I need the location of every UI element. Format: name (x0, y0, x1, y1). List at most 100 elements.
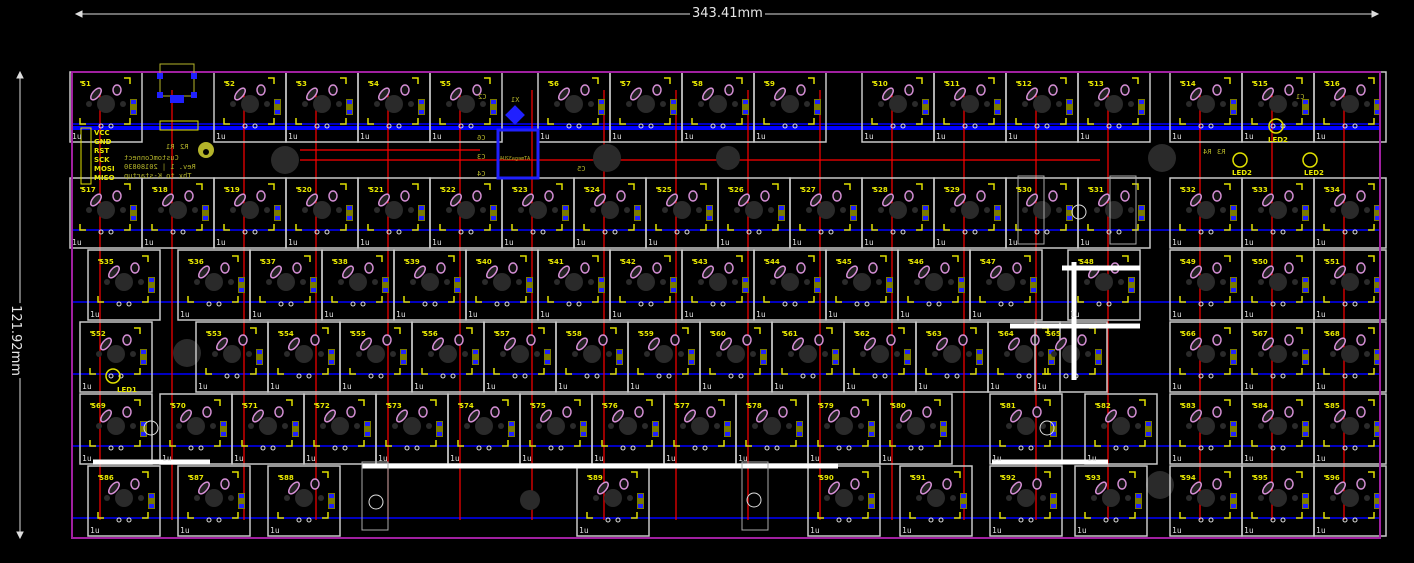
unit-label: 1u (594, 454, 604, 463)
switch-center-hole (1197, 95, 1215, 113)
switch-center-hole (907, 417, 925, 435)
switch-center-hole (871, 345, 889, 363)
switch-center-hole (927, 489, 945, 507)
led-hole (1113, 445, 1119, 451)
led-hole (1208, 373, 1214, 379)
key-outline (87, 465, 161, 537)
switch-center-hole (1269, 417, 1287, 435)
diode-pad (959, 278, 964, 282)
key-label: S5 (441, 80, 451, 88)
unit-label: 1u (864, 132, 874, 141)
diode-pad (1146, 422, 1151, 426)
led-hole (260, 445, 266, 451)
key-label: S13 (1089, 80, 1104, 88)
led-footprint (1232, 152, 1248, 168)
switch-pad (328, 84, 338, 96)
switch-pad (1010, 481, 1022, 495)
diode-pad (383, 288, 388, 292)
switch-pad (256, 190, 266, 202)
switch-peg (1220, 279, 1226, 285)
switch-peg (842, 279, 848, 285)
switch-peg (770, 101, 776, 107)
switch-peg (588, 279, 594, 285)
silk-corners (79, 77, 131, 125)
diode-pad (599, 278, 604, 282)
stabilizer-hole (368, 494, 384, 510)
switch-peg (498, 423, 504, 429)
switch-peg (230, 101, 236, 107)
key-switch-s23 (501, 177, 575, 249)
diode-pad (851, 216, 856, 220)
led-hole (1198, 229, 1204, 235)
diode-pad (239, 278, 244, 282)
switch-pad (612, 409, 624, 423)
mounting-hole (271, 146, 299, 174)
unit-label: 1u (738, 454, 748, 463)
switch-peg (318, 495, 324, 501)
silk-corners (673, 399, 725, 447)
switch-peg (1085, 351, 1091, 357)
switch-pad (922, 406, 932, 418)
key-switch-s68 (1313, 321, 1387, 393)
switch-pad (850, 406, 860, 418)
diode-pad (1231, 110, 1236, 114)
switch-center-hole (1341, 95, 1359, 113)
switch-pad (1048, 190, 1058, 202)
led-hole (1106, 301, 1112, 307)
height-dimension-label: 121.92mm (7, 303, 23, 378)
switch-pad (886, 334, 896, 346)
key-outline (807, 465, 881, 537)
diode-pad (1139, 100, 1144, 104)
switch-pad (198, 265, 210, 279)
diode-pad (815, 278, 820, 282)
diode (490, 99, 497, 115)
diode (742, 277, 749, 293)
key-label: S43 (693, 258, 708, 266)
switch-center-hole (107, 345, 125, 363)
switch-pad (778, 406, 788, 418)
key-switch-s90 (807, 465, 881, 537)
unit-label: 1u (1087, 454, 1097, 463)
switch-center-hole (817, 201, 835, 219)
switch-pad (576, 337, 588, 351)
switch-center-hole (295, 345, 313, 363)
led-hole (188, 445, 194, 451)
key-label: S48 (1079, 258, 1094, 266)
key-label: S88 (279, 474, 294, 482)
switch-peg (534, 351, 540, 357)
diode-pad (1375, 288, 1380, 292)
unit-label: 1u (1244, 238, 1254, 247)
silk-corners (313, 399, 365, 447)
led-hole (1270, 229, 1276, 235)
key-label: S6 (549, 80, 559, 88)
silk-corners (277, 471, 329, 519)
key-switch-s92 (989, 465, 1063, 537)
led-hole (216, 301, 222, 307)
led-hole (1198, 517, 1204, 523)
led-hole (1198, 373, 1204, 379)
switch-center-hole (709, 95, 727, 113)
diode (328, 493, 335, 509)
diode (850, 205, 857, 221)
key-label: S12 (1017, 80, 1032, 88)
switch-center-hole (745, 201, 763, 219)
silk-corners (1094, 399, 1146, 447)
led-hole (1116, 123, 1122, 129)
switch-peg (1364, 495, 1370, 501)
switch-peg (678, 351, 684, 357)
switch-peg (176, 423, 182, 429)
diode-pad (329, 360, 334, 364)
diode-pad (131, 216, 136, 220)
switch-peg (554, 101, 560, 107)
switch-peg (734, 207, 740, 213)
key-switch-footprints (69, 71, 1387, 537)
switch-peg (1040, 495, 1046, 501)
switch-pad (486, 265, 498, 279)
switch-peg (336, 101, 342, 107)
switch-peg (318, 351, 324, 357)
led-hole (548, 445, 554, 451)
diode-pad (815, 110, 820, 114)
led-hole (540, 229, 546, 235)
diode-pad (1231, 360, 1236, 364)
led-hole (710, 301, 716, 307)
